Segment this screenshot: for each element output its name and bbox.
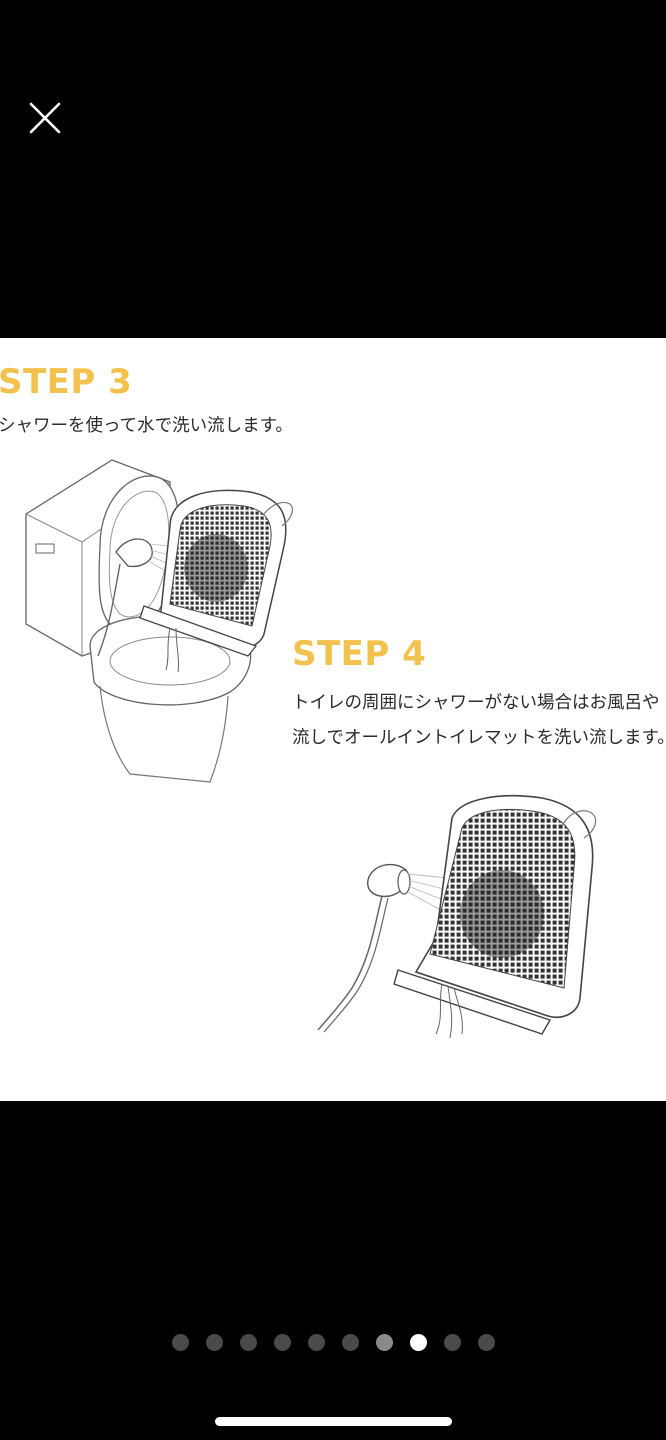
home-indicator[interactable] [215, 1417, 452, 1426]
step4-text-line2: 流しでオールイントイレマットを洗い流します。 [292, 728, 666, 748]
step3-title: STEP 3 [0, 362, 133, 402]
page-dot-2[interactable] [205, 1334, 223, 1351]
toilet-shower-illustration [25, 459, 294, 783]
step4-text-line1: トイレの周囲にシャワーがない場合はお風呂や [292, 693, 660, 713]
page-dot-6[interactable] [341, 1334, 359, 1351]
page-dot-5[interactable] [307, 1334, 325, 1351]
page-dot-3[interactable] [239, 1334, 257, 1351]
page-dot-10[interactable] [477, 1334, 495, 1351]
page-indicator [0, 1334, 666, 1352]
instruction-image: STEP 3 シャワーを使って水で洗い流します。 [0, 338, 666, 1101]
close-button[interactable] [24, 96, 66, 138]
step4-title: STEP 4 [292, 634, 427, 674]
page-dot-4[interactable] [273, 1334, 291, 1351]
step3-text: シャワーを使って水で洗い流します。 [0, 416, 293, 436]
page-dot-7[interactable] [375, 1334, 393, 1351]
page-dot-8-active[interactable] [409, 1334, 427, 1351]
handheld-shower-illustration [317, 795, 597, 1039]
page-dot-9[interactable] [443, 1334, 461, 1351]
page-dot-1[interactable] [171, 1334, 189, 1351]
close-icon [29, 102, 61, 134]
